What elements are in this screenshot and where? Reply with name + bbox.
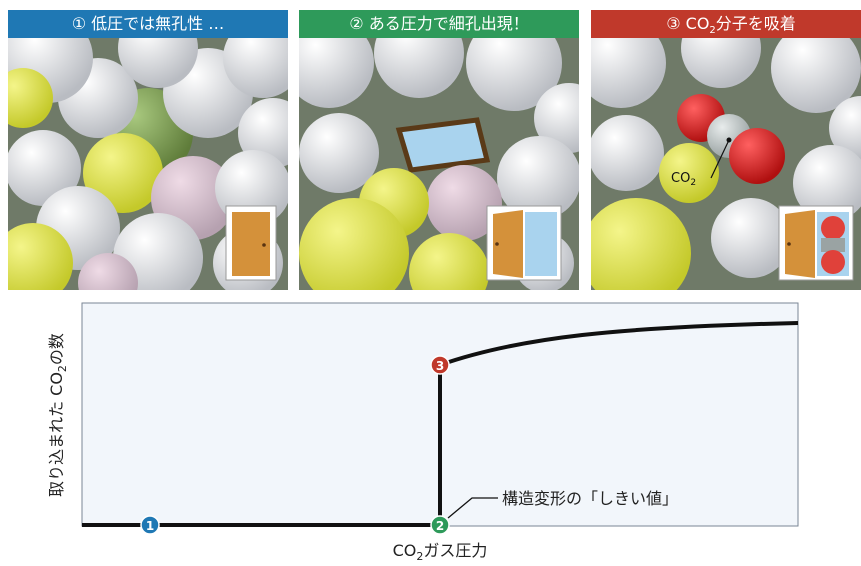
- threshold-leader-line: [447, 497, 498, 519]
- threshold-annotation: 構造変形の「しきい値」: [502, 489, 678, 508]
- adsorption-diagram: 取り込まれた CO2の数 CO2ガス圧力 構造変形の「しきい値」 1 2 3: [47, 302, 799, 563]
- panel-3-title: CO2分子を吸着: [685, 14, 796, 37]
- co2-callout-label: CO2: [671, 171, 696, 188]
- panel-3-number: ③: [666, 14, 681, 33]
- panel-2-number: ②: [349, 14, 364, 33]
- x-axis-label: CO2ガス圧力: [393, 541, 488, 563]
- marker-1: 1: [140, 515, 160, 535]
- panel-co2-adsorption: ③ CO2分子を吸着 CO2: [591, 10, 861, 290]
- co2-molecule: [677, 94, 785, 184]
- svg-text:3: 3: [436, 359, 444, 373]
- panel-1-title: 低圧では無孔性 …: [91, 14, 225, 33]
- adsorbed-door-icon: [778, 205, 854, 281]
- y-axis-label: 取り込まれた CO2の数: [47, 333, 69, 497]
- marker-2: 2: [430, 515, 450, 535]
- open-door-icon: [486, 205, 562, 281]
- svg-text:1: 1: [146, 519, 154, 533]
- panel-low-pressure: ① 低圧では無孔性 …: [8, 10, 288, 290]
- adsorption-curve: [82, 321, 799, 527]
- panel-3-header: ③ CO2分子を吸着: [591, 10, 861, 38]
- molecule-spheres: [591, 38, 861, 290]
- panel-1-header: ① 低圧では無孔性 …: [8, 10, 288, 38]
- panel-1-illustration: [8, 38, 288, 290]
- svg-text:2: 2: [436, 519, 444, 533]
- panel-pore-opening: ② ある圧力で細孔出現！: [299, 10, 579, 290]
- panel-1-number: ①: [71, 14, 87, 33]
- molecule-spheres: [299, 38, 579, 153]
- panel-2-illustration: [299, 38, 579, 290]
- panel-2-header: ② ある圧力で細孔出現！: [299, 10, 579, 38]
- panel-2-title: ある圧力で細孔出現！: [368, 14, 529, 33]
- pore-opening: [395, 117, 491, 173]
- panel-3-illustration: CO2: [591, 38, 861, 290]
- marker-3: 3: [430, 355, 450, 375]
- door-icon: [225, 205, 277, 281]
